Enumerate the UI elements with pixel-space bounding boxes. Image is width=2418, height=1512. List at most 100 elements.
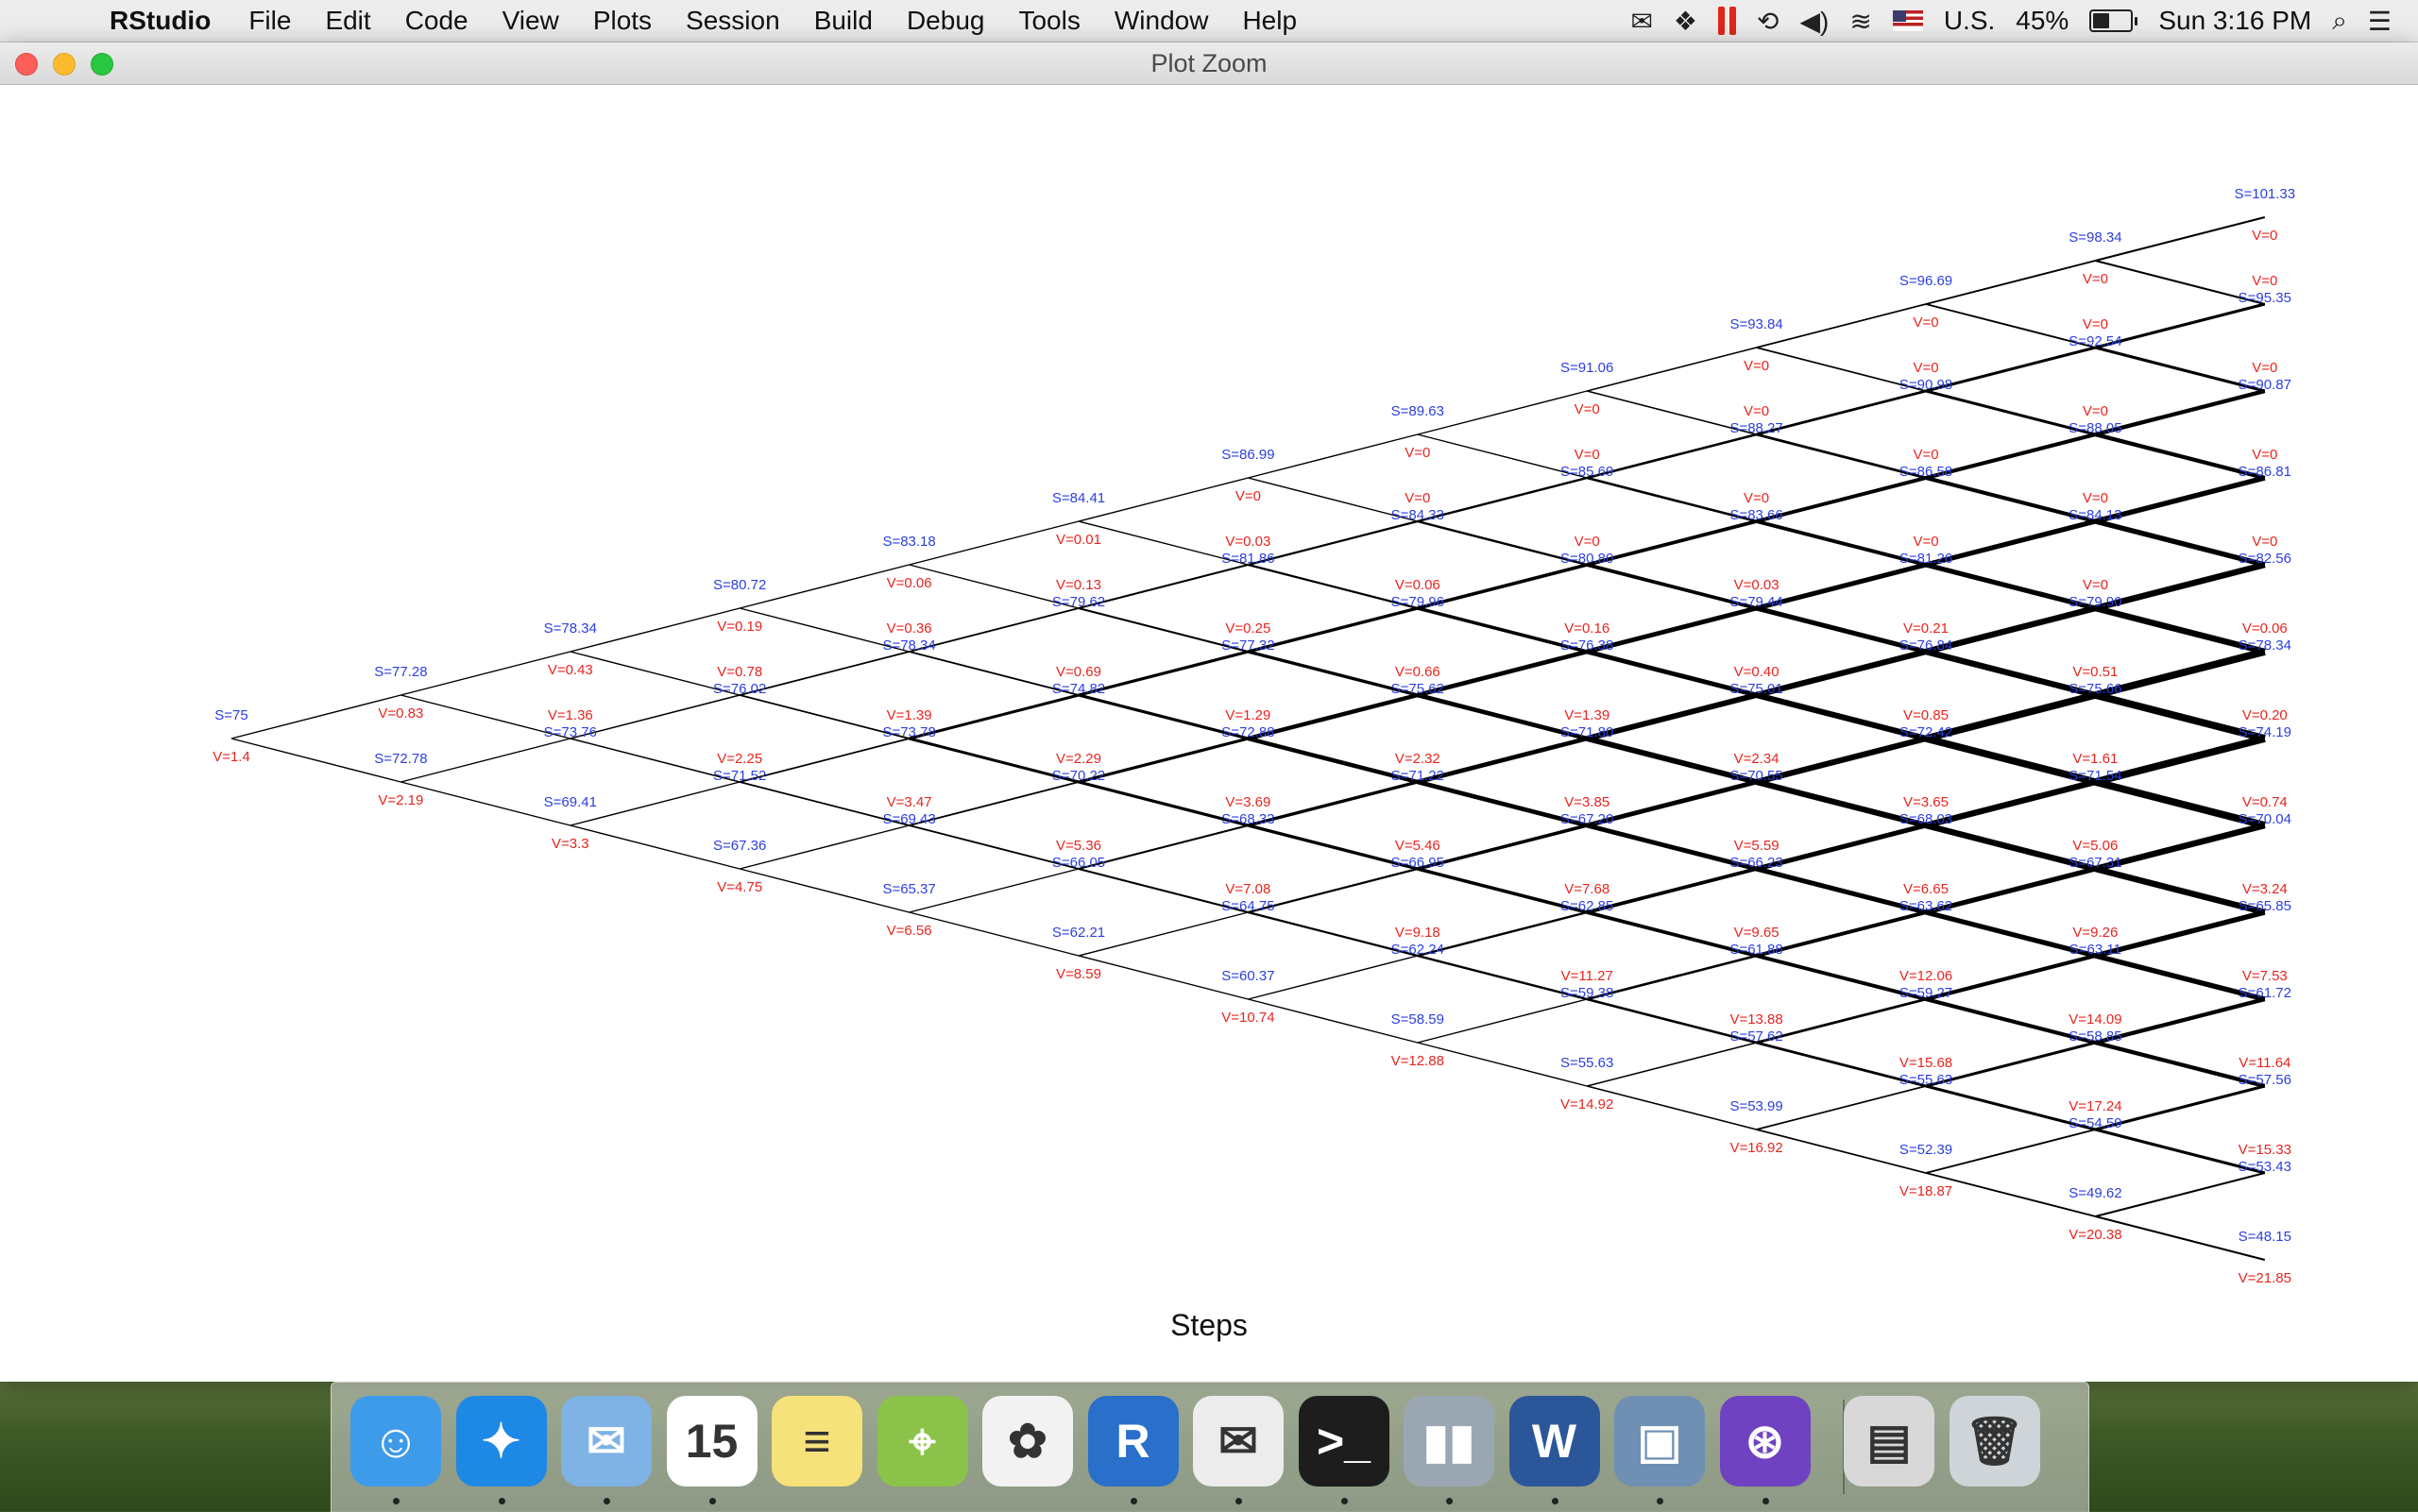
menubar-clock[interactable]: Sun 3:16 PM <box>2158 6 2312 35</box>
spotlight-search-icon[interactable]: ⌕ <box>2332 5 2347 35</box>
node-option-value-label: V=0 <box>2252 273 2277 289</box>
tree-edge-up <box>570 781 741 826</box>
battery-icon[interactable] <box>2089 9 2138 32</box>
menu-help[interactable]: Help <box>1242 6 1298 35</box>
wechat-status-icon[interactable]: ✉ <box>1630 6 1653 36</box>
notification-center-icon[interactable]: ☰ <box>2367 6 2392 36</box>
dock-github-icon[interactable]: ⊛ <box>1719 1396 1811 1487</box>
node-option-value-label: V=0.06 <box>1395 577 1440 593</box>
menu-tools[interactable]: Tools <box>1018 6 1081 35</box>
tree-edge-up <box>1756 997 1927 1045</box>
tree-edge-up <box>1248 433 1418 479</box>
battery-percent[interactable]: 45% <box>2016 6 2069 35</box>
dock-photos-icon[interactable]: ✿ <box>982 1396 1073 1487</box>
menu-view[interactable]: View <box>502 6 559 35</box>
dock-calendar-icon[interactable]: 15 <box>666 1396 758 1487</box>
notes-icon: ≡ <box>803 1415 831 1468</box>
menu-edit[interactable]: Edit <box>325 6 371 35</box>
dock-parallels-icon[interactable]: ▮▮ <box>1404 1396 1494 1487</box>
tree-edge-up <box>1925 518 2097 568</box>
tree-edge-down <box>1078 607 1249 653</box>
binomial-tree-plot: S=75V=1.4S=77.28V=0.83S=72.78V=2.19S=78.… <box>213 186 2295 1286</box>
node-option-value-label: V=5.46 <box>1395 838 1440 854</box>
menu-build[interactable]: Build <box>813 6 873 35</box>
window-zoom-button[interactable] <box>91 53 113 76</box>
menu-debug[interactable]: Debug <box>906 6 985 35</box>
node-option-value-label: V=3.69 <box>1225 794 1270 810</box>
dock-preview-icon[interactable]: ▣ <box>1614 1396 1705 1487</box>
tree-edge-up <box>1078 477 1249 522</box>
tree-edge-up <box>1078 737 1249 784</box>
window-minimize-button[interactable] <box>53 53 76 76</box>
dock-finder-icon[interactable]: ☺ <box>350 1396 441 1487</box>
tree-edge-down <box>1756 519 1927 567</box>
tree-edge-down <box>1925 735 2097 786</box>
maps-icon: ⌖ <box>909 1414 936 1468</box>
dock-wechat-icon[interactable]: ✉ <box>1193 1396 1284 1487</box>
dock-maps-icon[interactable]: ⌖ <box>877 1396 968 1487</box>
menu-file[interactable]: File <box>248 6 292 35</box>
node-option-value-label: V=0.19 <box>717 619 762 635</box>
dock-safari-icon[interactable]: ✦ <box>455 1396 547 1487</box>
tree-edge-up <box>2094 648 2266 699</box>
menu-app-name[interactable]: RStudio <box>110 6 212 35</box>
menu-code[interactable]: Code <box>404 6 468 35</box>
dock-r-icon[interactable]: R <box>1087 1396 1179 1487</box>
menu-plots[interactable]: Plots <box>592 6 653 35</box>
dock-terminal-icon[interactable]: >_ <box>1298 1396 1389 1487</box>
node-stock-price-label: S=62.85 <box>1560 898 1613 914</box>
tree-edge-down <box>909 651 1080 696</box>
tree-edge-down <box>1925 476 2096 523</box>
volume-icon[interactable]: ◀) <box>1799 6 1830 36</box>
node-stock-price-label: S=79.44 <box>1729 594 1782 610</box>
menu-window[interactable]: Window <box>1114 6 1209 35</box>
dock-word-icon[interactable]: W <box>1508 1396 1600 1487</box>
dock-running-indicator <box>1446 1498 1453 1504</box>
node-option-value-label: V=0 <box>2083 577 2108 593</box>
window-titlebar[interactable]: Plot Zoom <box>0 42 2418 85</box>
menu-session[interactable]: Session <box>686 6 780 35</box>
node-option-value-label: V=0 <box>2252 228 2277 244</box>
tree-edge-up <box>1925 1041 2096 1088</box>
node-stock-price-label: S=78.34 <box>882 637 935 654</box>
node-option-value-label: V=12.06 <box>1899 968 1952 984</box>
node-stock-price-label: S=66.05 <box>1052 855 1105 871</box>
photos-icon: ✿ <box>1008 1415 1047 1468</box>
us-flag-icon[interactable] <box>1892 10 1923 31</box>
node-stock-price-label: S=67.20 <box>1560 811 1613 827</box>
tree-edge-up <box>1078 564 1249 609</box>
tree-edge-down <box>2094 865 2266 916</box>
node-stock-price-label: S=70.04 <box>2239 811 2291 827</box>
tree-edge-down <box>1925 997 2096 1045</box>
dock-mail-icon[interactable]: ✉ <box>561 1396 652 1487</box>
input-source-label[interactable]: U.S. <box>1943 6 1996 35</box>
dock-notes-icon[interactable]: ≡ <box>772 1396 862 1487</box>
dock-trash-icon[interactable]: 🗑 <box>1949 1396 2040 1487</box>
parallels-status-icon[interactable] <box>1718 7 1737 35</box>
tree-edge-down <box>909 737 1080 784</box>
dropbox-icon[interactable]: ❖ <box>1673 6 1698 36</box>
window-close-button[interactable] <box>15 53 38 76</box>
tree-edge-up <box>1078 650 1249 697</box>
node-option-value-label: V=7.68 <box>1564 881 1609 897</box>
time-machine-icon[interactable]: ⟲ <box>1757 6 1779 36</box>
tree-edge-up <box>1078 911 1249 957</box>
node-option-value-label: V=0 <box>2252 360 2277 376</box>
node-stock-price-label: S=84.33 <box>1391 507 1444 523</box>
tree-edge-down <box>1587 390 1757 435</box>
node-option-value-label: V=8.59 <box>1056 966 1101 982</box>
wifi-icon[interactable]: ≋ <box>1849 6 1872 36</box>
tree-edge-down <box>1756 1041 1927 1088</box>
node-stock-price-label: S=67.36 <box>713 838 766 854</box>
tree-edge-up <box>2094 475 2266 524</box>
dock-running-indicator <box>1340 1498 1348 1504</box>
node-stock-price-label: S=85.69 <box>1560 464 1613 480</box>
tree-edge-down <box>2094 432 2266 481</box>
tree-edge-down <box>1925 648 2097 699</box>
tree-edge-up <box>1755 649 1927 698</box>
tree-edge-up <box>1586 692 1758 741</box>
dock-documents-icon[interactable]: ▤ <box>1844 1396 1934 1487</box>
tree-edge-up <box>909 607 1080 653</box>
node-stock-price-label: S=66.95 <box>1391 855 1444 871</box>
node-stock-price-label: S=72.42 <box>1899 724 1952 740</box>
